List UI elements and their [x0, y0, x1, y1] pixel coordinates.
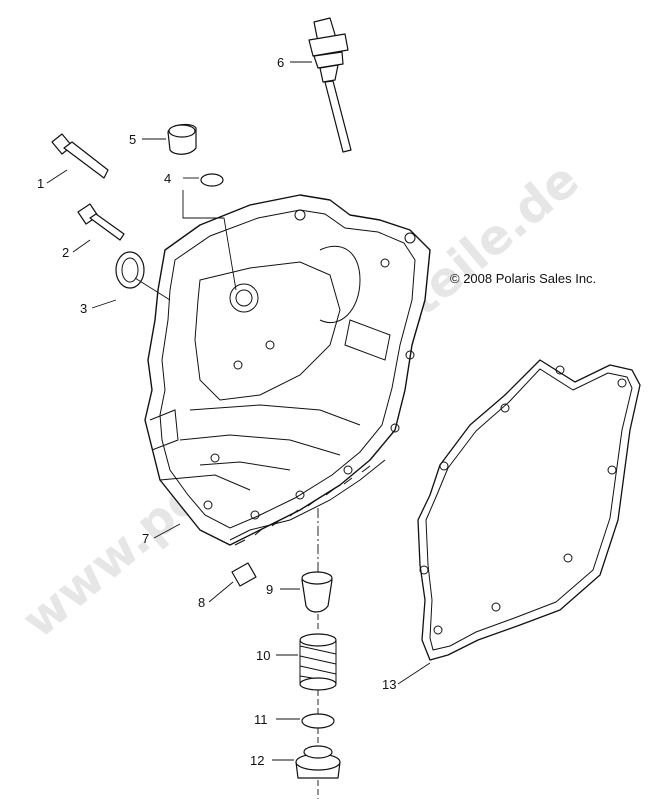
callout-2: 2 [62, 245, 69, 260]
callout-11: 11 [254, 712, 268, 727]
part-1-bolt[interactable] [51, 133, 109, 179]
callout-9: 9 [266, 582, 273, 597]
callout-8: 8 [198, 595, 205, 610]
callout-labels: 1 2 3 4 5 6 7 8 9 10 11 12 13 [37, 55, 396, 768]
callout-1: 1 [37, 176, 44, 191]
callout-5: 5 [129, 132, 136, 147]
callout-12: 12 [250, 753, 264, 768]
callout-3: 3 [80, 301, 87, 316]
part-12-drain-plug[interactable] [295, 745, 341, 779]
part-6-dipstick[interactable] [308, 17, 352, 153]
callout-4: 4 [164, 171, 171, 186]
callout-7: 7 [142, 531, 149, 546]
leader-lines [46, 61, 431, 799]
part-13-gasket[interactable] [417, 359, 641, 661]
part-9-cap[interactable] [301, 571, 333, 613]
part-5-plug[interactable] [167, 123, 197, 155]
part-3-seal[interactable] [115, 251, 145, 289]
copyright-text: © 2008 Polaris Sales Inc. [450, 271, 596, 286]
part-11-o-ring[interactable] [301, 713, 335, 729]
part-4-o-ring[interactable] [200, 173, 224, 187]
part-10-spring[interactable] [299, 633, 337, 691]
part-7-crankcase-cover[interactable] [144, 194, 431, 546]
callout-6: 6 [277, 55, 284, 70]
callout-13: 13 [382, 677, 396, 692]
part-8-pin[interactable] [231, 562, 257, 587]
callout-10: 10 [256, 648, 270, 663]
part-2-bolt[interactable] [77, 203, 125, 241]
